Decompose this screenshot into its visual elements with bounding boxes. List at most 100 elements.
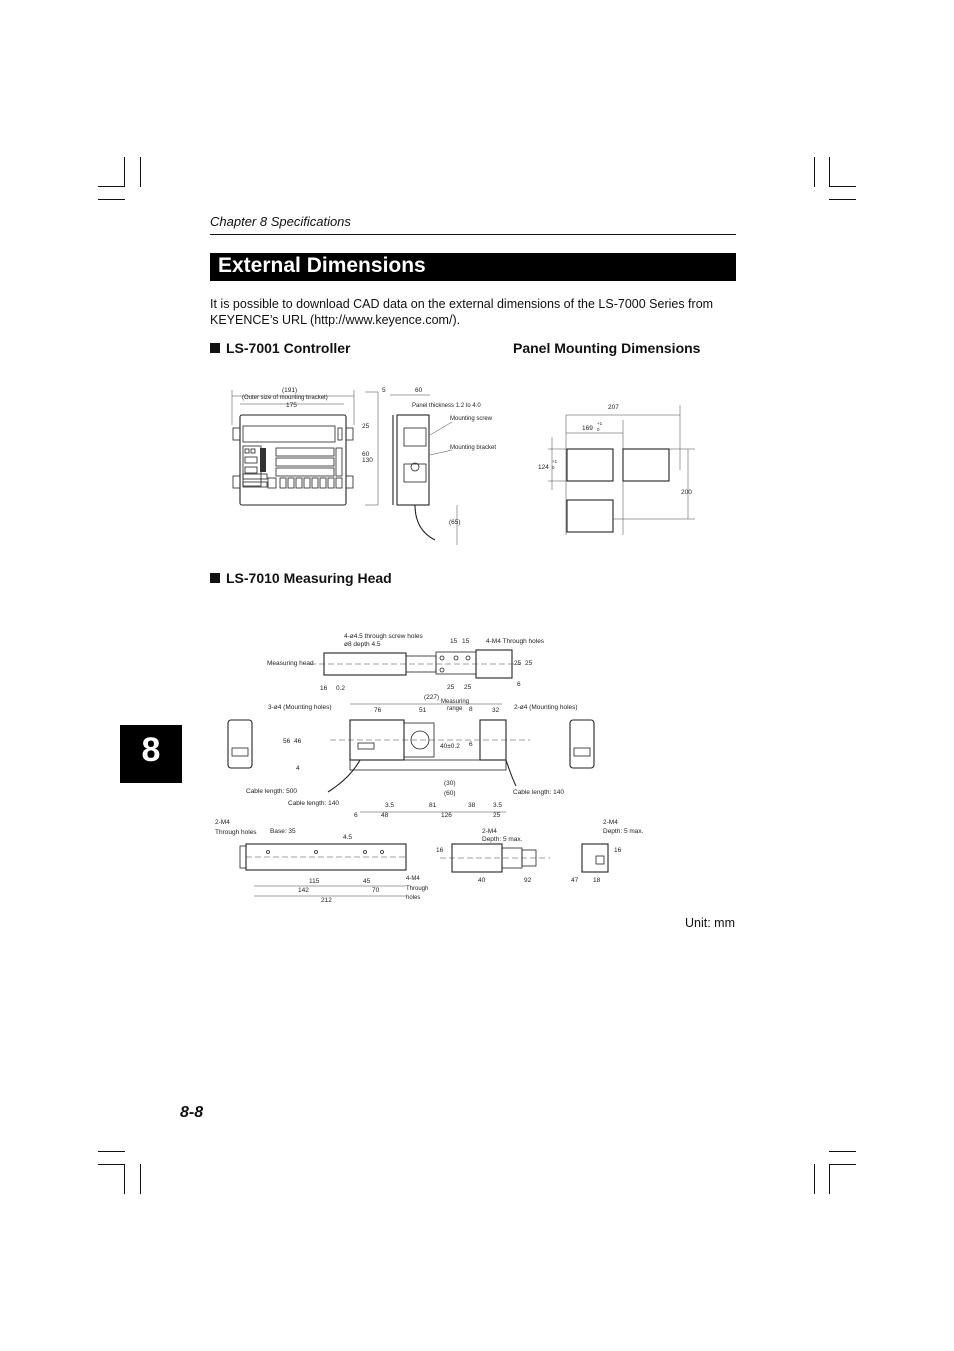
cable-icon [327, 759, 361, 793]
controller-side-body [396, 414, 430, 506]
dim-0-2: 0.2 [336, 685, 345, 692]
dim-169: 169 [582, 425, 593, 432]
square-bullet-icon [210, 573, 220, 583]
dim-169-tol-zero: 0 [597, 427, 600, 432]
chapter-header: Chapter 8 Specifications [210, 214, 736, 235]
section-controller: LS-7001 Controller [210, 340, 350, 356]
base-35-label: Base: 35 [270, 828, 296, 835]
cable-140-label-a: Cable length: 140 [288, 800, 339, 807]
dim-32: 32 [492, 707, 500, 714]
dim-5: 5 [382, 387, 386, 394]
dim-3-5b: 3.5 [493, 802, 502, 809]
key-row-icon [279, 477, 343, 489]
dim-30: (30) [444, 780, 456, 787]
holes-4-label: holes [406, 895, 420, 901]
dim-3-5a: 3.5 [385, 802, 394, 809]
dim-56: 56 [283, 738, 291, 745]
dim-16-right: 16 [614, 847, 622, 854]
display-window [242, 425, 336, 443]
head-rear-view [581, 843, 609, 873]
dim-25: 25 [362, 423, 370, 430]
dim-130: 130 [362, 457, 373, 464]
dim-4: 4 [296, 765, 300, 772]
dim-16-mid: 16 [436, 847, 444, 854]
cable-icon [505, 759, 517, 787]
dim-47: 47 [571, 877, 579, 884]
dim-18: 18 [593, 877, 601, 884]
panel-cutout [566, 499, 614, 533]
bracket-ear-icon [232, 427, 241, 441]
bracket-note: (Outer size of mounting bracket) [242, 395, 328, 401]
dim-65: (65) [449, 519, 461, 526]
depth-mid-label: Depth: 5 max. [482, 836, 523, 843]
bracket-ear-icon [345, 475, 354, 489]
dim-6-mid: 6 [469, 741, 473, 748]
through-left-label: Through holes [215, 829, 257, 836]
panel-cutout [566, 448, 614, 482]
dim-40b: 40 [478, 877, 486, 884]
dim-60b: (60) [444, 790, 456, 797]
screw-hole-icon [465, 655, 471, 661]
dim-25c: 25 [447, 684, 455, 691]
section-panel: Panel Mounting Dimensions [513, 340, 701, 356]
screw-hole-icon [453, 655, 459, 661]
controller-front-panel [239, 414, 347, 506]
measuring-range-label-2: range [447, 706, 463, 712]
controller-drawing: (191) (Outer size of mounting bracket) 1… [231, 387, 496, 545]
chapter-title: Chapter 8 Specifications [210, 214, 351, 229]
dim-191: (191) [282, 387, 297, 394]
dim-60-top: 60 [415, 387, 423, 394]
screw-hole-icon [439, 667, 445, 673]
mounting-bracket-label: Mounting bracket [450, 445, 496, 451]
dim-200: 200 [681, 489, 692, 496]
panel-thickness: Panel thickness 1.2 to 4.0 [412, 403, 481, 409]
title-bar: External Dimensions [210, 253, 736, 281]
cable-icon [414, 504, 436, 541]
dim-142: 142 [298, 887, 309, 894]
screw-holes-label: 4-ø4.5 through screw holes [344, 633, 424, 640]
mounting-holes-3: 3-ø4 (Mounting holes) [268, 704, 332, 711]
dim-81: 81 [429, 802, 437, 809]
dim-45b: 45 [363, 878, 371, 885]
dim-70: 70 [372, 887, 380, 894]
dim-124-tol-zero: 0 [552, 465, 555, 470]
dim-15a: 15 [450, 638, 458, 645]
head-end-view-left [227, 719, 253, 769]
mounting-screw-label: Mounting screw [450, 416, 493, 422]
page-number: 8-8 [180, 1104, 204, 1121]
dim-15b: 15 [462, 638, 470, 645]
chapter-tab: 8 [120, 725, 182, 783]
dim-207: 207 [608, 404, 619, 411]
status-panel [242, 445, 262, 487]
depth-right-label: Depth: 5 max. [603, 828, 644, 835]
square-bullet-icon [210, 343, 220, 353]
section-head: LS-7010 Measuring Head [210, 570, 392, 586]
dim-115: 115 [309, 878, 320, 885]
bracket-ear-icon [232, 475, 241, 489]
screw-depth-label: ø8 depth 4.5 [344, 641, 381, 648]
dim-227: (227) [424, 694, 439, 701]
cable-500-label: Cable length: 500 [246, 788, 297, 795]
dim-40: 40±0.2 [440, 743, 460, 750]
measuring-head-drawing: 4-ø4.5 through screw holes ø8 depth 4.5 … [215, 633, 644, 904]
panel-cutout [622, 448, 670, 482]
mounting-screw-icon [410, 462, 420, 472]
dim-124: 124 [538, 464, 549, 471]
dim-25d: 25 [464, 684, 472, 691]
dim-126: 126 [441, 812, 452, 819]
dim-25a: 25 [514, 660, 522, 667]
head-end-view-right [569, 719, 595, 769]
dim-92: 92 [524, 877, 532, 884]
m4-depth-mid-label: 2-M4 [482, 828, 497, 835]
dim-4-5a: 4.5 [343, 834, 352, 841]
dim-48: 48 [381, 812, 389, 819]
unit-label: Unit: mm [685, 916, 735, 930]
measuring-head-label: Measuring head [267, 660, 314, 667]
dim-169-tol: +1 [597, 421, 603, 426]
dim-38: 38 [468, 802, 476, 809]
mounting-holes-2: 2-ø4 (Mounting holes) [514, 704, 578, 711]
bracket-ear-icon [345, 427, 354, 441]
intro-paragraph: It is possible to download CAD data on t… [210, 297, 714, 327]
measuring-range-label: Measuring [441, 699, 469, 705]
dim-46: 46 [294, 738, 302, 745]
